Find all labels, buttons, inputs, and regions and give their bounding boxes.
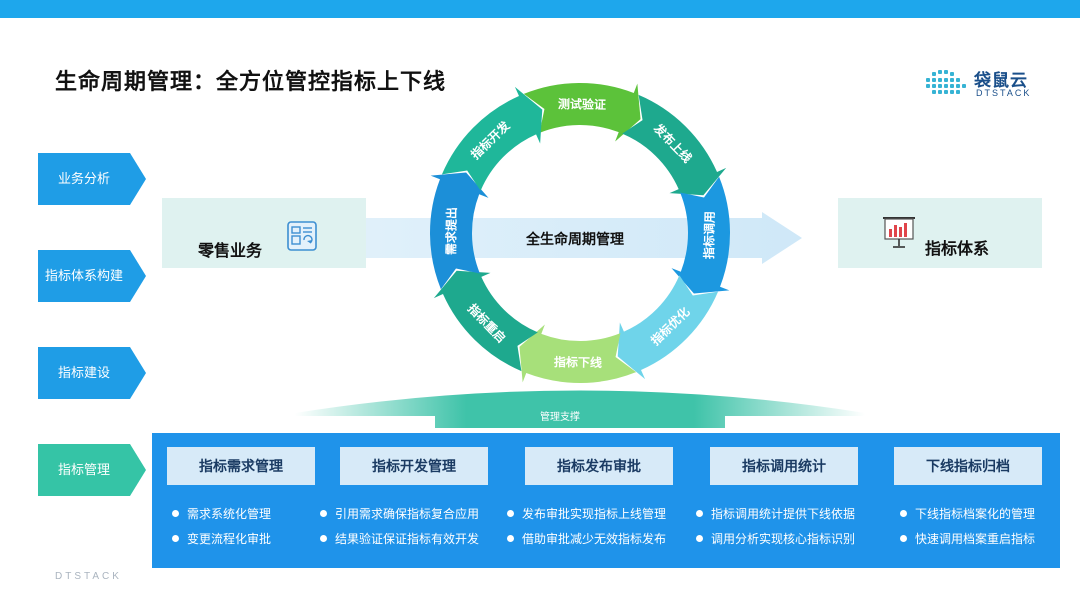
lifecycle-segment	[523, 83, 641, 142]
retail-business-label: 零售业务	[198, 243, 263, 260]
side-tab-label: 指标管理	[57, 462, 110, 477]
column-head-usage: 指标调用统计	[710, 447, 858, 485]
cloud-logo-icon	[926, 70, 966, 94]
lifecycle-segment-label: 指标调用	[702, 211, 717, 260]
bullet-item: 结果验证保证指标有效开发	[320, 530, 479, 547]
document-refresh-icon	[287, 221, 317, 251]
brand-logo: 袋鼠云 DTSTACK	[922, 66, 1042, 100]
lifecycle-segment-label: 指标下线	[553, 355, 602, 370]
bullet-item: 引用需求确保指标复合应用	[320, 505, 479, 522]
side-tab-label: 指标体系构建	[44, 268, 123, 283]
bullet-item: 变更流程化审批	[172, 530, 271, 547]
indicator-system-box	[838, 198, 1042, 268]
side-tab-construction: 指标建设	[38, 347, 146, 399]
indicator-system-label: 指标体系	[925, 241, 990, 258]
column-head-archive: 下线指标归档	[894, 447, 1042, 485]
logo-en-text: DTSTACK	[976, 88, 1032, 98]
management-support-label: 管理支撑	[540, 412, 580, 423]
bullet-item: 发布审批实现指标上线管理	[507, 505, 666, 522]
side-tab-business-analysis: 业务分析	[38, 153, 146, 205]
lifecycle-segment	[671, 176, 730, 294]
lifecycle-segment	[519, 324, 637, 384]
lifecycle-ring	[430, 83, 730, 384]
lifecycle-segment-label: 需求提出	[444, 206, 459, 255]
bullet-item: 下线指标档案化的管理	[900, 505, 1035, 522]
presentation-chart-icon	[883, 217, 915, 248]
lifecycle-segment	[622, 94, 727, 196]
side-tab-label: 业务分析	[57, 171, 110, 186]
column-head-release: 指标发布审批	[525, 447, 673, 485]
page-title: 生命周期管理：全方位管控指标上下线	[55, 69, 447, 94]
bullet-item: 借助审批减少无效指标发布	[507, 530, 666, 547]
bullet-item: 快速调用档案重启指标	[900, 530, 1035, 547]
top-accent-bar	[0, 0, 1080, 18]
lifecycle-segment	[441, 86, 543, 191]
logo-cn-text: 袋鼠云	[974, 71, 1028, 90]
lifecycle-center-label: 全生命周期管理	[526, 231, 624, 247]
bullet-item: 需求系统化管理	[172, 505, 271, 522]
side-tab-system-build: 指标体系构建	[38, 250, 146, 302]
lifecycle-segment	[430, 172, 489, 290]
column-head-demand: 指标需求管理	[167, 447, 315, 485]
lifecycle-segment	[617, 275, 719, 380]
management-support-band	[295, 390, 865, 428]
lifecycle-segment	[433, 270, 538, 372]
side-tab-management: 指标管理	[38, 444, 146, 496]
column-head-develop: 指标开发管理	[340, 447, 488, 485]
bullet-item: 指标调用统计提供下线依据	[696, 505, 855, 522]
footer-brand: DTSTACK	[55, 571, 122, 582]
side-tab-label: 指标建设	[57, 365, 110, 380]
bullet-item: 调用分析实现核心指标识别	[696, 530, 855, 547]
lifecycle-segment-label: 测试验证	[558, 97, 607, 112]
retail-business-box	[162, 198, 366, 268]
